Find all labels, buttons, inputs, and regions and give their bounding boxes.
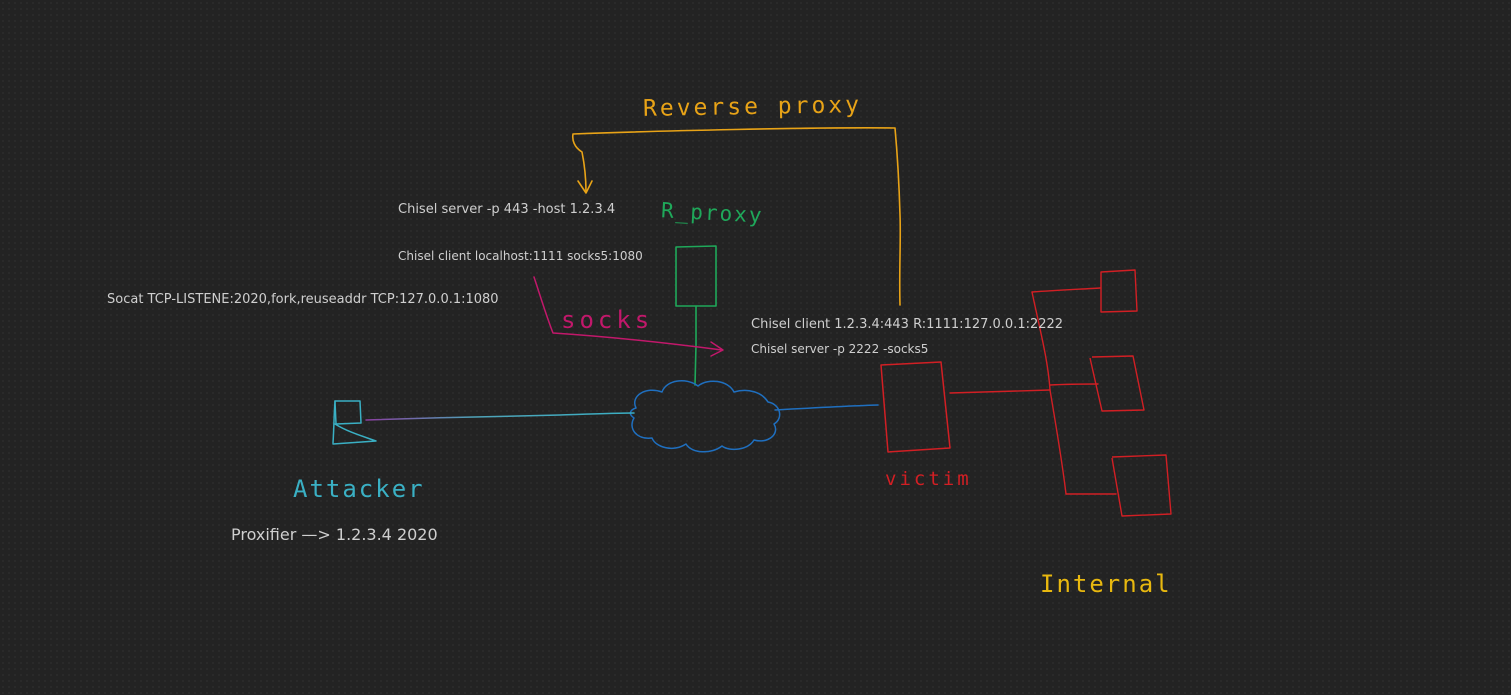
victim-link-line (774, 404, 879, 411)
proxifier-command: Proxifier —> 1.2.3.4 2020 (231, 525, 438, 544)
reverse-proxy-arrow (571, 127, 902, 306)
attacker-link-line (365, 412, 635, 421)
r-proxy-label: R_proxy (660, 198, 765, 228)
r-proxy-server-box (675, 245, 717, 307)
reverse-proxy-label: Reverse proxy (642, 92, 863, 122)
reverse-proxy-arrowhead (577, 180, 593, 194)
victim-label: victim (885, 468, 972, 490)
victim-chisel-server-command: Chisel server -p 2222 -socks5 (751, 342, 929, 356)
internal-label: Internal (1040, 570, 1172, 598)
socks-arrow (533, 276, 723, 351)
victim-chisel-client-command: Chisel client 1.2.3.4:443 R:1111:127.0.0… (751, 317, 1064, 332)
internal-host-box-2 (1089, 355, 1145, 412)
internal-host-box-3 (1111, 454, 1172, 517)
socks-arrowhead (710, 341, 724, 357)
socks-label: socks (561, 306, 654, 334)
attacker-laptop-icon (332, 400, 377, 445)
internal-network-links (949, 287, 1117, 495)
chisel-server-command: Chisel server -p 443 -host 1.2.3.4 (398, 202, 616, 217)
chisel-client-command: Chisel client localhost:1111 socks5:1080 (398, 249, 643, 263)
internet-cloud (629, 380, 781, 453)
victim-host-box (880, 361, 951, 453)
attacker-label: Attacker (293, 475, 425, 503)
r-proxy-link-line (694, 306, 697, 386)
internal-host-box-1 (1100, 269, 1138, 313)
socat-command: Socat TCP-LISTENE:2020,fork,reuseaddr TC… (107, 292, 499, 307)
